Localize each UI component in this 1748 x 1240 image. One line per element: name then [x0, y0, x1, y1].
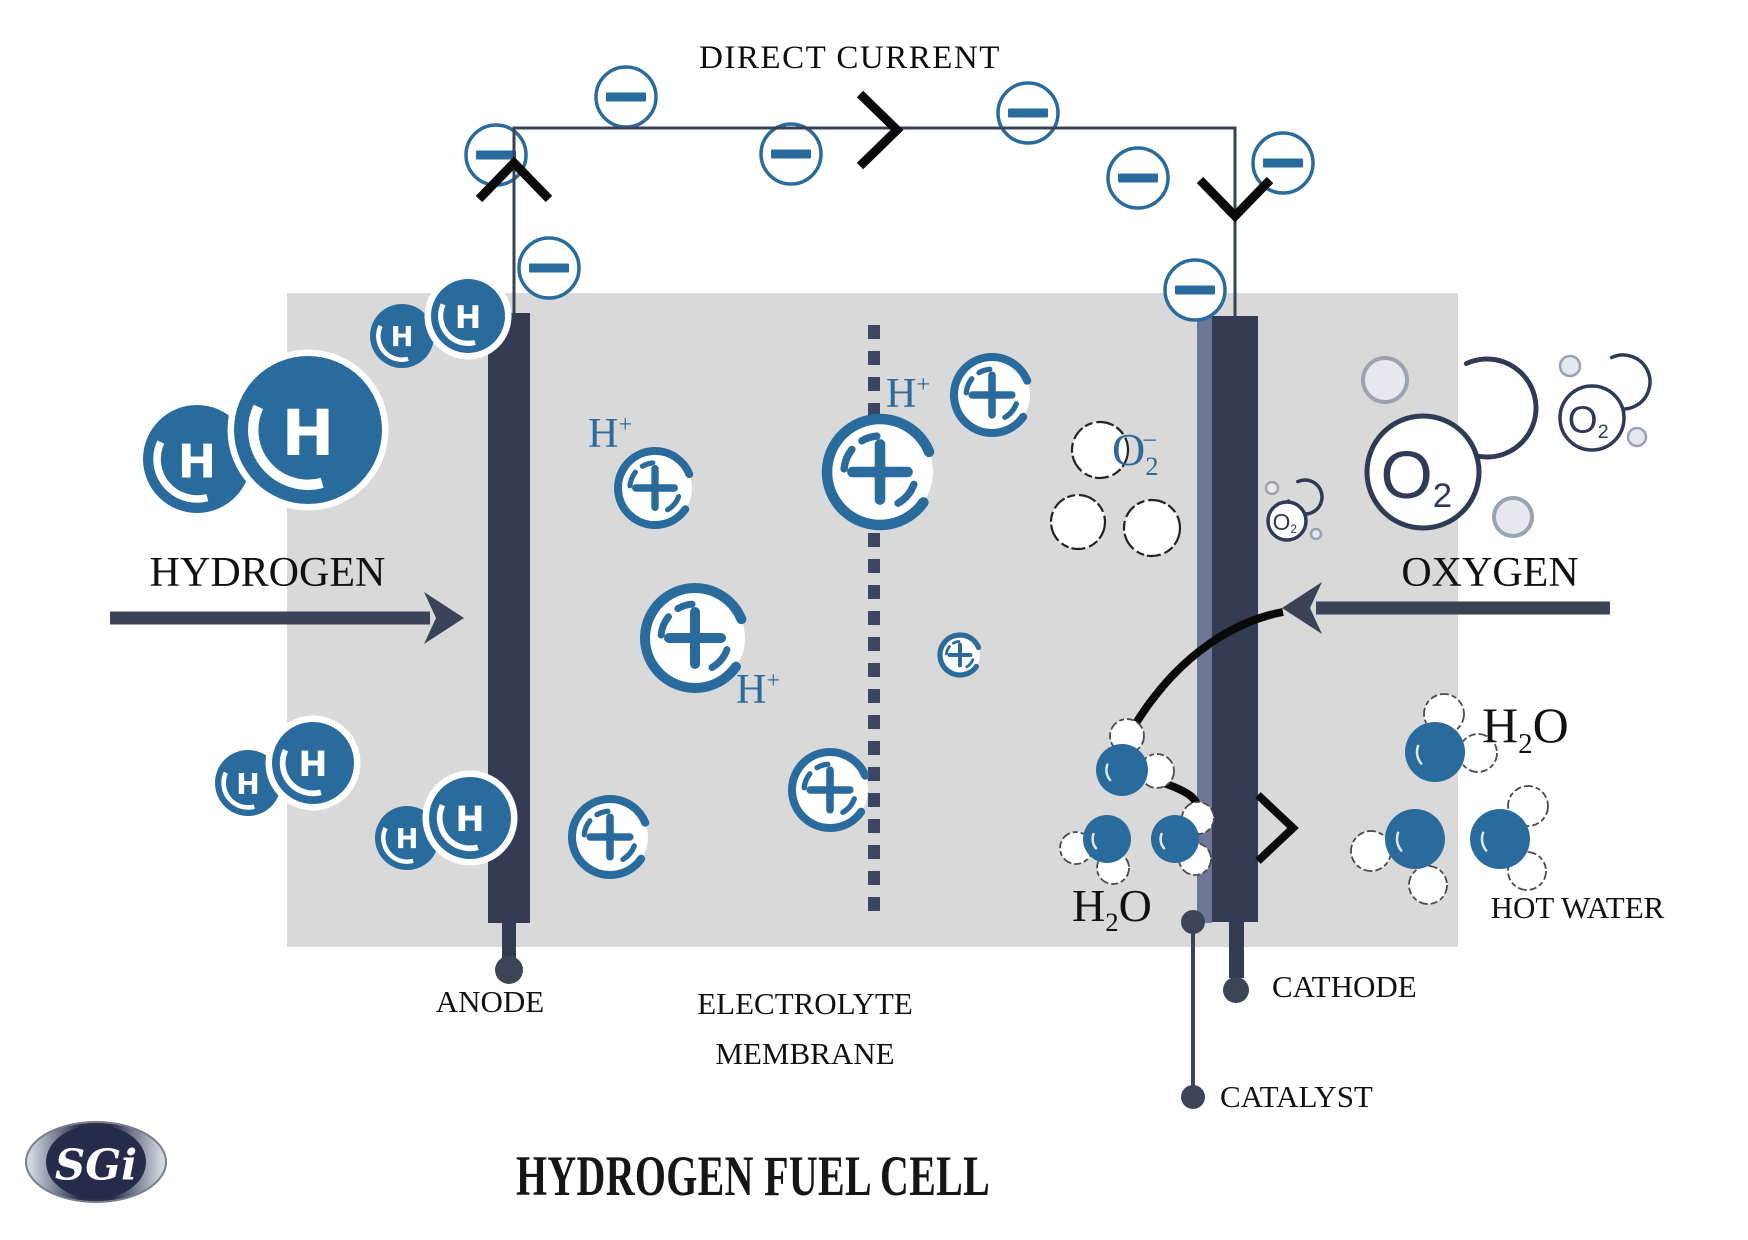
svg-text:H: H	[298, 745, 327, 785]
catalyst-layer	[1197, 316, 1212, 923]
svg-text:H: H	[282, 397, 335, 470]
water-molecule	[1470, 785, 1549, 891]
water-molecule	[1350, 809, 1448, 905]
anode-bar	[488, 313, 530, 984]
h-plus-ion	[937, 632, 983, 678]
oxygen-reaction-arc	[1129, 608, 1284, 731]
o2neg-sub: 2	[1145, 451, 1159, 482]
sgi-logo-text: SGi	[55, 1141, 137, 1190]
svg-text:H: H	[178, 435, 216, 489]
oxygen-ions	[1049, 420, 1182, 558]
bubble-icon	[1361, 356, 1409, 404]
water-molecules	[1059, 693, 1549, 905]
h2o-h: H	[1482, 697, 1519, 753]
electrolyte-membrane-label-line1: ELECTROLYTE	[697, 986, 913, 1021]
hplus-h: H	[886, 371, 917, 417]
oxygen-label: OXYGEN	[1401, 550, 1579, 596]
h-plus-label: H+	[588, 410, 632, 458]
bubble-icon	[1492, 496, 1534, 538]
gas-bubbles	[1361, 356, 1534, 538]
oxygen-inlet-arrow	[1282, 582, 1610, 634]
svg-text:H: H	[236, 768, 259, 801]
electron-icon	[517, 236, 581, 300]
catalyst-pointer	[1181, 910, 1205, 1109]
water-molecule	[1151, 801, 1215, 876]
electron-icon	[759, 122, 823, 186]
o2-minus-ion	[1070, 420, 1130, 480]
hplus-sup: +	[618, 411, 633, 438]
svg-text:H: H	[391, 322, 414, 353]
electron-icon	[1106, 146, 1170, 210]
svg-text:H: H	[396, 824, 419, 855]
hydrogen-label: HYDROGEN	[149, 550, 386, 596]
anode-label: ANODE	[435, 984, 545, 1019]
water-molecule	[1059, 815, 1131, 885]
current-up-chevron-icon	[475, 156, 553, 203]
electron-icon	[996, 81, 1060, 145]
h-plus-ion	[949, 352, 1035, 438]
h2o-h: H	[1072, 880, 1106, 931]
o2neg-o: O	[1112, 424, 1146, 475]
svg-text:H: H	[455, 300, 481, 336]
hot-water-label: HOT WATER	[1490, 890, 1665, 925]
electrolyte-membrane-label-line2: MEMBRANE	[715, 1036, 895, 1071]
h-plus-label: H+	[886, 370, 930, 418]
o2-molecule: O2	[1264, 478, 1324, 542]
current-down-chevron-icon	[1196, 176, 1274, 223]
electrolyte-membrane-dashes	[868, 325, 880, 911]
h-plus-ion	[787, 747, 873, 833]
water-exit-chevron-icon	[1255, 792, 1299, 864]
water-molecule	[1096, 718, 1175, 796]
sgi-logo: SGi	[25, 1121, 167, 1203]
electron-icon	[1163, 258, 1227, 322]
current-right-chevron-icon	[856, 90, 904, 170]
h2o-sub: 2	[1518, 728, 1533, 760]
o2-minus-ion	[1049, 493, 1107, 551]
h-plus-ion	[821, 413, 939, 531]
hydrogen-ions	[567, 352, 1035, 880]
o2-molecule: O2	[1364, 356, 1539, 531]
hplus-sup: +	[916, 371, 931, 398]
water-molecule	[1405, 693, 1498, 782]
hplus-sup: +	[766, 667, 781, 694]
h2o-o: O	[1118, 880, 1152, 931]
h2-molecule: HH	[370, 272, 512, 368]
hplus-h: H	[736, 667, 767, 713]
h-plus-ion	[614, 447, 696, 529]
electrons	[464, 65, 1315, 322]
electron-icon	[1251, 131, 1315, 195]
h2o-sub: 2	[1105, 907, 1119, 938]
h-plus-ion	[640, 583, 750, 693]
svg-text:H: H	[455, 800, 484, 840]
o2-minus-ion-label: O2−	[1112, 423, 1159, 482]
o2-molecule: O2	[1558, 353, 1652, 452]
o2-minus-ion	[1122, 498, 1182, 558]
h-plus-ion	[567, 794, 653, 880]
cathode-label: CATHODE	[1272, 969, 1417, 1004]
catalyst-label: CATALYST	[1220, 1079, 1373, 1114]
h-plus-label: H+	[736, 666, 780, 714]
h2o-label-outer: H2O	[1482, 696, 1569, 761]
o2neg-sup: −	[1142, 424, 1158, 455]
hplus-h: H	[588, 411, 619, 457]
svg-text:O2: O2	[1273, 509, 1297, 536]
electron-icon	[594, 65, 658, 129]
h2o-o: O	[1532, 697, 1569, 753]
hydrogen-inlet-arrow	[110, 592, 464, 644]
direct-current-label: DIRECT CURRENT	[699, 40, 1001, 76]
page-title: HYDROGEN FUEL CELL	[516, 1145, 991, 1208]
cathode-bar	[1197, 316, 1258, 1003]
svg-text:O2: O2	[1568, 398, 1609, 443]
h2o-label-inner: H2O	[1072, 879, 1152, 938]
svg-text:O2: O2	[1380, 437, 1452, 515]
